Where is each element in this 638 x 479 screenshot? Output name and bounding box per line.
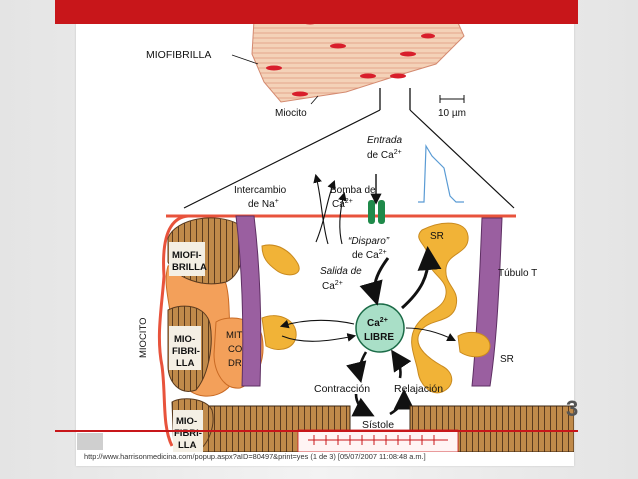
- scale-bar: 10 µm: [438, 95, 466, 119]
- label-salida-2: Ca2+: [322, 280, 343, 292]
- label-disparo: “Disparo”: [348, 236, 390, 247]
- nucleus: [330, 43, 346, 49]
- label-disparo-2: de Ca2+: [352, 249, 387, 261]
- sup: 2+: [345, 198, 353, 205]
- t-tubule-right: [471, 217, 503, 387]
- label-bomba: Bomba de: [330, 185, 376, 196]
- leader-line: [310, 95, 319, 105]
- label-miocito-top: Miocito: [275, 108, 307, 119]
- slide-accent-bar-top: [55, 0, 578, 24]
- reuptake-arrow: [401, 246, 442, 310]
- label-bomba-2: Ca2+: [332, 198, 353, 210]
- myofilament-ticks: [308, 435, 448, 445]
- arrow-to-sr-right: [405, 327, 456, 341]
- label-miofibrilla-bot-3: LLA: [178, 440, 197, 451]
- zoom-line: [409, 109, 515, 209]
- label-entrada: Entrada: [367, 135, 402, 146]
- sr-small-right: [457, 331, 491, 358]
- nucleus: [292, 91, 308, 97]
- label-miofibrilla-top: MIOFIBRILLA: [146, 49, 211, 61]
- arrow-to-systole: [351, 393, 375, 417]
- sarcoplasmic-reticulum-left: [261, 315, 297, 350]
- label-miofibrilla-left: MIOFI-: [172, 250, 202, 261]
- myofibril-middle-left: [167, 305, 212, 392]
- arrow-from-systole: [389, 388, 415, 416]
- entrada-text: de Ca: [367, 150, 394, 161]
- exchanger-arrow: [313, 173, 329, 245]
- label-relajacion: Relajación: [394, 383, 443, 395]
- nucleus: [400, 51, 416, 57]
- myofibril-top-left: [167, 217, 244, 285]
- calcium-channel: [368, 200, 385, 224]
- nucleus: [360, 73, 376, 79]
- pump-arrow: [338, 191, 347, 245]
- free-calcium-circle: [355, 303, 405, 353]
- label-sistole: Sístole: [362, 419, 394, 431]
- sarcoplasmic-reticulum-left: [261, 244, 300, 276]
- leader-line: [231, 54, 259, 65]
- nucleus: [390, 73, 406, 79]
- cardiac-myocyte-diagram: MIOFIBRILLA Miocito 10 µm Entrada de Ca2…: [138, 9, 574, 452]
- nucleus: [266, 65, 282, 71]
- bomba-text: Ca: [332, 199, 345, 210]
- label-mitocondria-2: CON-: [228, 344, 252, 355]
- label-mitocondria-3: DRIA: [228, 358, 251, 369]
- label-miofibrilla-mid-3: LLA: [176, 358, 195, 369]
- footer-source-url: http://www.harrisonmedicina.com/popup.as…: [84, 452, 426, 461]
- label-sr-top: SR: [430, 231, 444, 242]
- salida-text: Ca: [322, 281, 335, 292]
- ca-text: Ca: [367, 318, 380, 329]
- sup: 2+: [380, 317, 388, 324]
- label-intercambio-2: de Na+: [248, 198, 279, 210]
- label-ca-libre: Ca2+: [367, 317, 388, 329]
- label-entrada-2: de Ca2+: [367, 149, 402, 161]
- disparo-text: de Ca: [352, 250, 379, 261]
- sup: 2+: [379, 249, 387, 256]
- t-tubule-left: [235, 215, 262, 387]
- label-miofibrilla-left-2: BRILLA: [172, 262, 207, 273]
- slide-accent-rule-bottom: [55, 430, 578, 432]
- action-potential-trace: [418, 143, 464, 203]
- sup: +: [275, 198, 279, 205]
- label-sr-right: SR: [500, 354, 514, 365]
- label-salida: Salida de: [320, 266, 362, 277]
- label-intercambio: Intercambio: [234, 185, 287, 196]
- myocyte-membrane-left: [157, 214, 189, 447]
- label-miocito-side: MIOCITO: [138, 318, 149, 358]
- label-libre: LIBRE: [364, 332, 394, 343]
- label-contraccion: Contracción: [314, 383, 370, 395]
- arrow-to-mito: [279, 319, 355, 329]
- corner-glyph: 3: [566, 396, 579, 421]
- zoom-line: [183, 109, 381, 209]
- arrow-to-contraction: [346, 351, 368, 384]
- arrow-from-relaxation: [391, 349, 412, 379]
- sarcoplasmic-reticulum-right: [411, 222, 469, 394]
- footer-marker-box: [77, 433, 103, 450]
- arrow-from-mito: [281, 333, 357, 342]
- label-miofibrilla-bot: MIO-: [176, 416, 197, 427]
- label-tubulo-t: Túbulo T: [498, 268, 537, 279]
- label-scale: 10 µm: [438, 108, 466, 119]
- label-mitocondria: MITO-: [226, 330, 253, 341]
- label-miofibrilla-mid-2: FIBRI-: [172, 346, 200, 357]
- sup: 2+: [394, 149, 402, 156]
- label-miofibrilla-mid: MIO-: [174, 334, 195, 345]
- exchanger-arrow: [315, 179, 336, 243]
- intercambio-text: de Na: [248, 199, 275, 210]
- sup: 2+: [335, 280, 343, 287]
- nucleus: [421, 33, 435, 39]
- label-miofibrilla-bot-2: FIBRI-: [174, 428, 202, 439]
- release-arrow: [359, 257, 390, 306]
